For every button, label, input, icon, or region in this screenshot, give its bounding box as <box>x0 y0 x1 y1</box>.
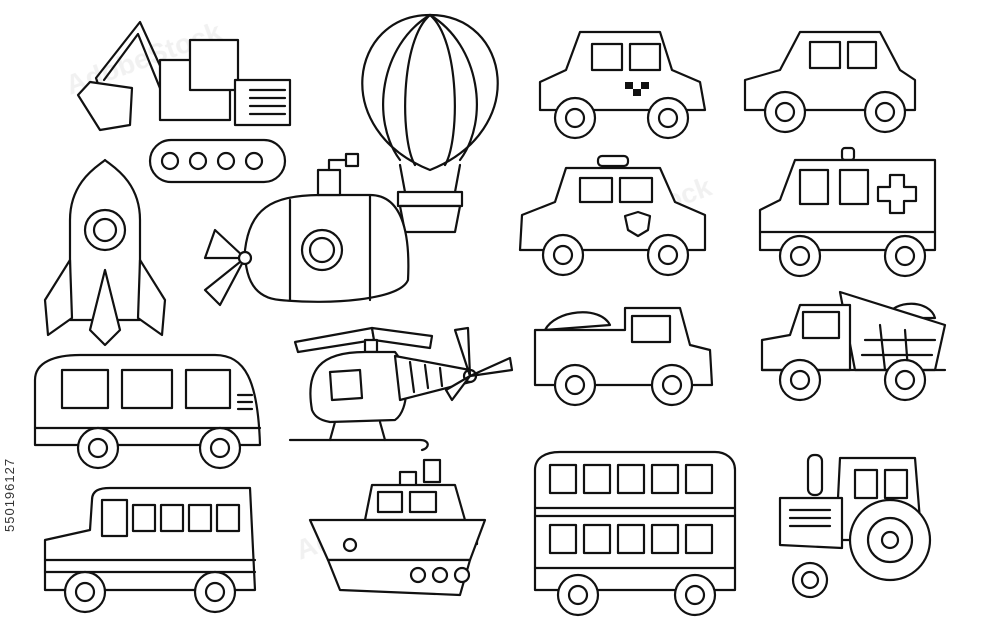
school-bus <box>43 486 257 614</box>
dump-truck <box>760 290 947 402</box>
stock-image-id: 550196127 <box>2 457 17 533</box>
submarine <box>203 152 410 307</box>
car <box>743 30 917 134</box>
pickup-truck <box>533 306 714 407</box>
helicopter <box>288 326 514 452</box>
hot-air-balloon <box>361 13 499 234</box>
taxi <box>538 30 707 140</box>
tractor <box>778 453 932 599</box>
ambulance <box>758 146 937 278</box>
excavator <box>76 20 292 184</box>
double-decker-bus <box>533 450 737 617</box>
police-car <box>518 154 707 277</box>
rocket <box>43 158 167 347</box>
ship <box>308 458 487 597</box>
minibus <box>33 353 262 470</box>
